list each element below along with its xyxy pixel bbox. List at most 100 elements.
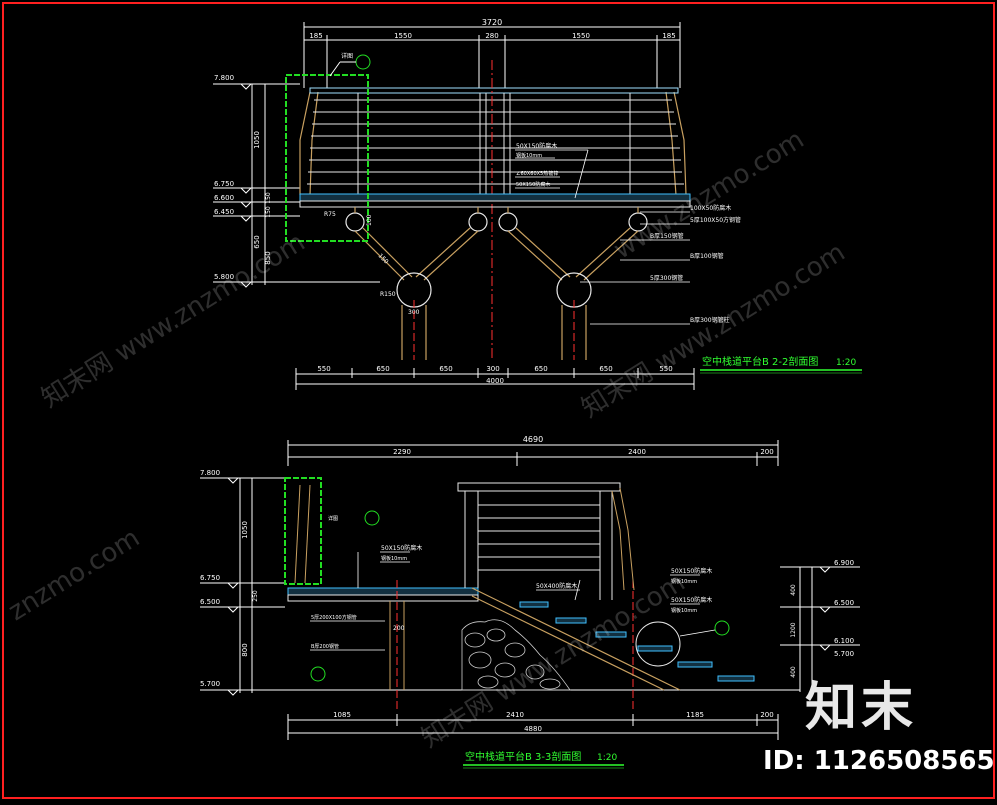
level-symbol (226, 477, 240, 484)
left-levels (213, 83, 380, 285)
annotation-leaders-3 (310, 551, 700, 651)
annotation-label: ∠60X60X5热镀锌 (516, 170, 558, 177)
dim-vertical: 250 (252, 590, 259, 602)
level-label: 5.700 (200, 680, 220, 688)
dim-part: 185 (662, 32, 675, 40)
level-label: 6.450 (214, 208, 234, 216)
dim-part: 650 (599, 365, 612, 373)
dim-total-top: 3720 (482, 18, 502, 27)
level-label: 5.800 (214, 273, 234, 281)
detail-box (285, 74, 369, 242)
annotation-label: 50X150防腐木 (516, 181, 550, 188)
dim-vertical: 400 (790, 584, 797, 596)
brand-logo: 知末 (805, 678, 918, 738)
dim-part: 650 (439, 365, 452, 373)
level-symbol (226, 606, 240, 613)
asset-id: ID: 1126508565 (763, 746, 995, 776)
dim-part: 1550 (394, 32, 412, 40)
level-symbol (818, 606, 832, 613)
dim-vertical: 400 (790, 666, 797, 678)
dim-total-bottom: 4000 (486, 377, 504, 385)
level-label: 6.500 (200, 598, 220, 606)
rail-post-3 (294, 484, 311, 584)
dim-vertical: 150 (265, 206, 272, 218)
annotation-label: 钢板10mm (516, 152, 542, 159)
section-scale: 1:20 (836, 358, 856, 368)
dim-chain-top-3 (287, 440, 779, 466)
annotation-label: 50X150防腐木 (516, 142, 557, 150)
annotation-label: B厚300钢管柱 (690, 316, 730, 324)
deck-slab-3 (287, 587, 479, 596)
dim-vertical: 800 (241, 643, 249, 656)
annotation-label: 钢板10mm (671, 578, 697, 585)
left-levels-3 (200, 477, 800, 693)
annotation-label: 50X400防腐木 (536, 582, 577, 590)
small-dim: 300 (408, 309, 420, 316)
dim-vertical: 150 (265, 192, 272, 204)
annotation-label: B厚150钢管 (650, 232, 684, 240)
small-dim: R75 (324, 211, 336, 218)
dim-part: 200 (760, 448, 773, 456)
level-label: 7.800 (200, 469, 220, 477)
y-braces (354, 227, 639, 281)
level-label: 5.700 (834, 650, 854, 658)
dim-part: 1185 (686, 711, 704, 719)
detail-box-3 (284, 477, 322, 585)
level-label: 6.750 (200, 574, 220, 582)
callout-leader (679, 629, 716, 637)
detail-callout-text: 详图 (341, 52, 353, 60)
level-symbol (239, 281, 253, 288)
pavilion-side (611, 487, 635, 591)
dim-vertical: 1050 (241, 521, 249, 539)
annotation-label: 100X50防腐木 (690, 204, 731, 212)
hangers (354, 207, 639, 213)
annotation-label: 钢板10mm (381, 555, 407, 562)
dim-part: 1085 (333, 711, 351, 719)
deck-slab (299, 193, 691, 202)
level-label: 6.900 (834, 559, 854, 567)
right-levels-3 (780, 566, 860, 692)
detail-callout-text: 详图 (328, 515, 338, 522)
level-label: 6.500 (834, 599, 854, 607)
dim-part: 650 (534, 365, 547, 373)
dim-part: 2290 (393, 448, 411, 456)
dim-total-top: 4690 (523, 435, 543, 444)
level-label: 6.600 (214, 194, 234, 202)
dim-part: 300 (486, 365, 499, 373)
level-symbol (239, 215, 253, 222)
columns (401, 305, 587, 360)
dim-chain-bottom-3 (287, 714, 779, 740)
annotation-label: 5厚100X50方钢管 (690, 216, 741, 224)
level-symbol (226, 582, 240, 589)
dim-part: 550 (317, 365, 330, 373)
level-symbol (818, 644, 832, 651)
annotation-leaders (515, 149, 690, 325)
section-title: 空中栈道平台B 2-2剖面图 (702, 355, 818, 368)
detail-callout-symbol (310, 666, 326, 682)
annotation-label: 5厚300钢管 (650, 274, 683, 282)
stair-detail-circle (635, 621, 681, 667)
stone-mass (461, 619, 571, 691)
section-scale: 1:20 (597, 753, 617, 763)
annotation-label: 200 (393, 625, 405, 632)
level-symbol (818, 566, 832, 573)
dim-part: 2400 (628, 448, 646, 456)
dim-vertical: 850 (264, 251, 272, 264)
detail-callout-symbol (714, 620, 730, 636)
pavilion-frame (457, 482, 621, 600)
joists (345, 212, 648, 232)
railing-posts (357, 93, 631, 195)
section-title: 空中栈道平台B 3-3剖面图 (465, 750, 581, 763)
annotation-label: B厚200钢管 (311, 643, 339, 650)
deck-beam (299, 200, 691, 208)
dim-chain-top (303, 22, 681, 88)
annotation-label: 5厚200X100方钢管 (311, 614, 357, 621)
stair-treads (519, 601, 755, 682)
level-symbol (239, 201, 253, 208)
dim-chain-bottom (295, 368, 695, 390)
dim-vertical: 650 (253, 235, 261, 248)
stair-stringer (471, 587, 681, 691)
